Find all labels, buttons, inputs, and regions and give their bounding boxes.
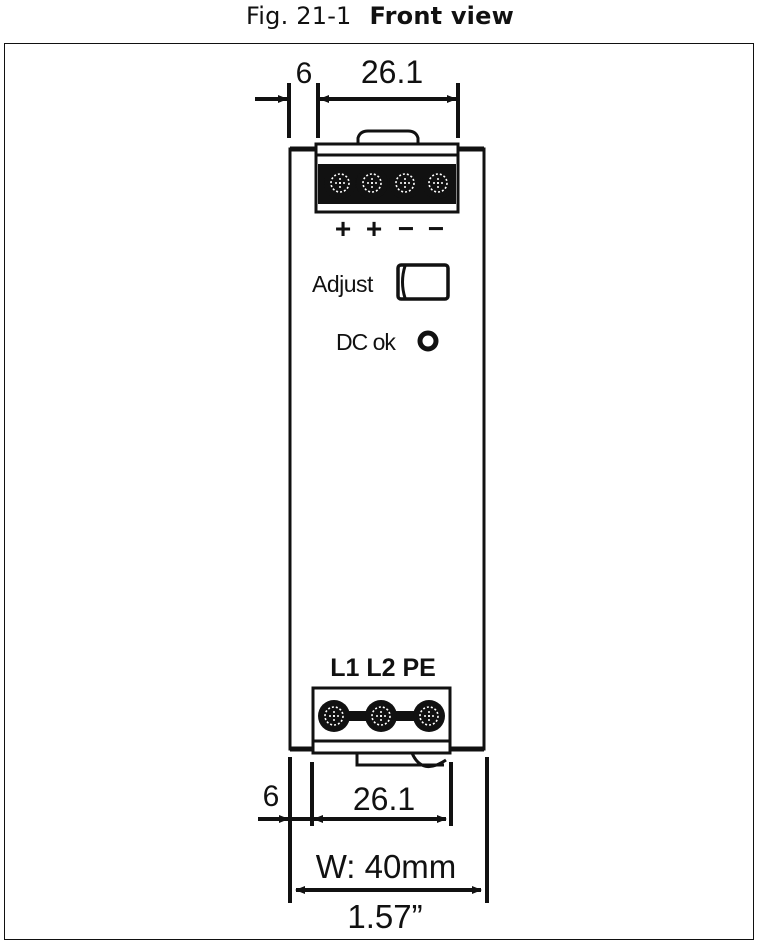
- polarity-label-4: −: [428, 213, 444, 244]
- output-screw-3-icon: [388, 166, 422, 200]
- figure-caption: Fig. 21-1 Front view: [0, 2, 760, 30]
- power-supply-housing: [288, 146, 486, 752]
- figure-number: Fig. 21-1: [246, 2, 352, 30]
- input-terminal-block: L1 L2 PE: [311, 654, 452, 769]
- polarity-label-3: −: [398, 213, 414, 244]
- polarity-label-1: +: [335, 213, 351, 244]
- figure-title: Front view: [369, 2, 514, 30]
- output-terminal-block: + + − −: [314, 129, 460, 244]
- top-dimension-group: 6 26.1: [255, 54, 460, 138]
- dc-ok-label: DC ok: [336, 329, 396, 355]
- adjust-potentiometer: [396, 263, 450, 301]
- top-width-label: 26.1: [361, 54, 423, 90]
- output-screw-2-icon: [355, 166, 389, 200]
- bottom-offset-label: 6: [263, 780, 280, 813]
- bottom-release-tab: [355, 753, 444, 767]
- input-screw-l2-icon: [364, 699, 398, 733]
- top-release-tab: [356, 129, 420, 146]
- output-screw-4-icon: [421, 166, 455, 200]
- top-offset-label: 6: [296, 57, 313, 90]
- input-terminal-labels: L1 L2 PE: [330, 654, 436, 682]
- overall-width-mm-label: W: 40mm: [316, 848, 457, 885]
- dc-ok-indicator: DC ok: [336, 329, 439, 355]
- polarity-label-2: +: [366, 213, 382, 244]
- bottom-width-label: 26.1: [353, 781, 415, 817]
- output-screw-1-icon: [323, 166, 357, 200]
- led-icon: [417, 330, 439, 352]
- figure-frame: [4, 43, 754, 940]
- overall-width-inch-label: 1.57”: [347, 898, 422, 935]
- adjust-control: Adjust: [312, 263, 450, 301]
- input-screw-pe-icon: [412, 699, 446, 733]
- input-screw-l1-icon: [317, 699, 351, 733]
- bottom-dimension-group: 6 26.1 W: 40mm 1.57”: [258, 757, 489, 935]
- adjust-label: Adjust: [312, 271, 374, 297]
